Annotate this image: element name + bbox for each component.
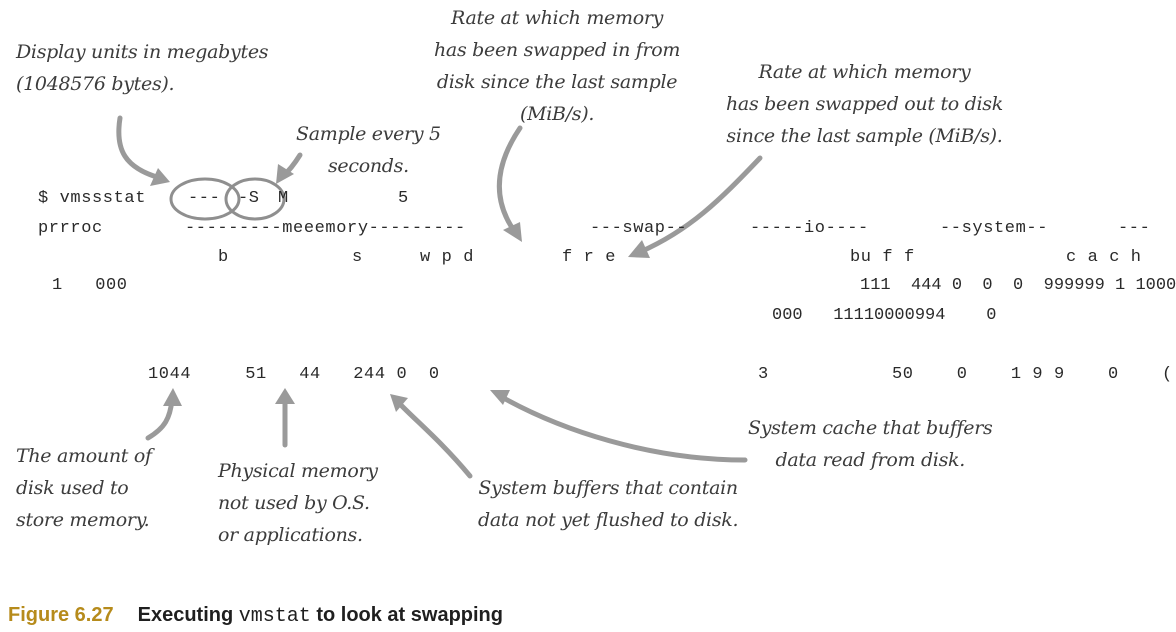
group-cpu: ---	[1118, 219, 1151, 238]
group-procs: prrroc	[38, 219, 103, 238]
annotation-system-buffers: System buffers that contain data not yet…	[478, 477, 739, 531]
command-text: $ vmssstat	[38, 189, 147, 208]
arrow-cache	[497, 393, 748, 463]
col-b: b	[218, 248, 229, 267]
annotation-physical-memory: Physical memory not used by O.S. or appl…	[218, 460, 378, 546]
figure-title-post: to look at swapping	[310, 604, 503, 626]
col-cach: c a c h	[1066, 248, 1142, 267]
row3-right: 50 0 1 9 9 0 (	[892, 365, 1173, 384]
figure-title-code: vmstat	[238, 605, 311, 628]
arrowhead-swap-in	[503, 222, 522, 242]
flag-s: -S	[238, 189, 260, 208]
figure-caption: Figure 6.27 Executing vmstat to look at s…	[8, 600, 503, 632]
annotation-swap-in: Rate at which memory has been swapped in…	[434, 7, 681, 125]
arrowhead-sample	[276, 164, 294, 184]
figure-title-pre: Executing	[137, 604, 239, 626]
row1-left: 1 000	[52, 276, 128, 295]
row1-right: 111 444 0 0 0 999999 1 1000	[860, 276, 1176, 295]
flag-circle-sample	[224, 177, 286, 221]
arrowhead-disk	[163, 388, 182, 406]
arrow-units	[116, 115, 163, 181]
col-fre: f r e	[562, 248, 617, 267]
row3-mid: 3	[758, 365, 769, 384]
flag-circle-units	[169, 177, 241, 221]
arrow-buffers	[395, 399, 473, 479]
arrowhead-cache	[490, 390, 510, 405]
interval-value: 5	[398, 189, 409, 208]
arrow-swap-out	[637, 155, 763, 255]
group-io: -----io----	[750, 219, 869, 238]
annotation-disk-used: The amount of disk used to store memory.	[16, 445, 152, 531]
arrowhead-swap-out	[628, 240, 650, 258]
figure-label: Figure 6.27	[8, 604, 114, 626]
row3-left: 1044 51 44 244 0 0	[148, 365, 440, 384]
col-s: s	[352, 248, 363, 267]
arrowhead-units	[150, 168, 170, 186]
flag-m: M	[278, 189, 289, 208]
callout-arrows	[116, 115, 763, 479]
arrowhead-buffers	[390, 394, 408, 412]
annotation-display-units: Display units in megabytes (1048576 byte…	[16, 41, 269, 95]
annotation-swap-out: Rate at which memory has been swapped ou…	[726, 61, 1003, 147]
arrow-swap-in	[496, 125, 523, 235]
annotation-sample-interval: Sample every 5 seconds.	[296, 123, 441, 177]
col-buff: bu f f	[850, 248, 915, 267]
group-system: --system--	[940, 219, 1049, 238]
row2: 000 11110000994 0	[772, 306, 997, 325]
group-memory: ---------meeemory---------	[185, 219, 466, 238]
col-wpd: w p d	[420, 248, 475, 267]
flag-dashes: ---	[188, 189, 221, 208]
group-swap: ---swap--	[590, 219, 688, 238]
arrowhead-physical	[275, 388, 295, 404]
annotation-system-cache: System cache that buffers data read from…	[748, 417, 993, 471]
